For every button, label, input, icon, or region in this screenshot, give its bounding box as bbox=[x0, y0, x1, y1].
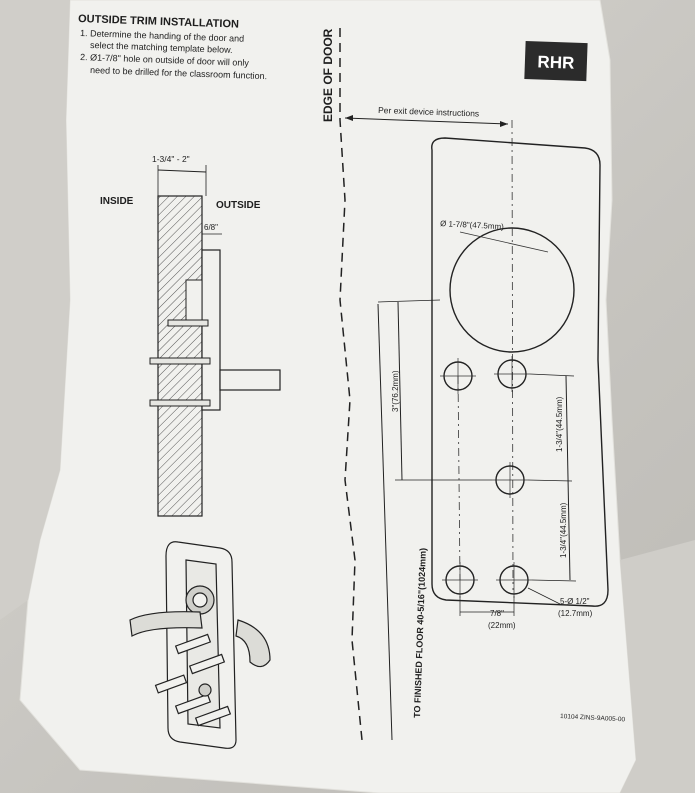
vertical-dim-3: 1-3/4"(44.5mm) bbox=[559, 502, 568, 558]
template-outline bbox=[431, 137, 609, 607]
offset-label: 6/8" bbox=[204, 223, 218, 232]
cylinder-hole bbox=[449, 227, 575, 353]
hole-diameter-label: Ø 1-7/8"(47.5mm) bbox=[440, 219, 504, 231]
small-hole-mm-label: (12.7mm) bbox=[558, 609, 593, 618]
badge-label: RHR bbox=[537, 52, 574, 72]
inside-label: INSIDE bbox=[100, 196, 134, 207]
part-number: 10104 ZINS-9A005-00 bbox=[560, 713, 626, 723]
step1-line2: select the matching template below. bbox=[90, 40, 233, 55]
door-cross-section bbox=[149, 195, 281, 517]
spacing-label: 7/8" bbox=[490, 609, 504, 618]
vertical-dim-2: 1-3/4"(44.5mm) bbox=[555, 396, 564, 452]
hole-centerline bbox=[511, 119, 514, 591]
per-exit-label: Per exit device instructions bbox=[378, 105, 479, 119]
vertical-dim-1: 3"(76.2mm) bbox=[391, 370, 400, 412]
header-title: OUTSIDE TRIM INSTALLATION bbox=[78, 13, 239, 31]
small-hole-label: 5-Ø 1/2" bbox=[560, 597, 590, 606]
thickness-label: 1-3/4" - 2" bbox=[152, 154, 190, 164]
outside-label: OUTSIDE bbox=[216, 200, 261, 211]
floor-dimension-line bbox=[377, 303, 393, 741]
per-exit-dimension-line bbox=[344, 117, 509, 125]
handing-badge: RHR bbox=[524, 40, 588, 82]
spacing-mm-label: (22mm) bbox=[488, 621, 516, 630]
edge-of-door-label: EDGE OF DOOR bbox=[321, 28, 335, 122]
edge-of-door-line bbox=[339, 28, 363, 741]
trim-assembly-illustration bbox=[129, 541, 271, 749]
